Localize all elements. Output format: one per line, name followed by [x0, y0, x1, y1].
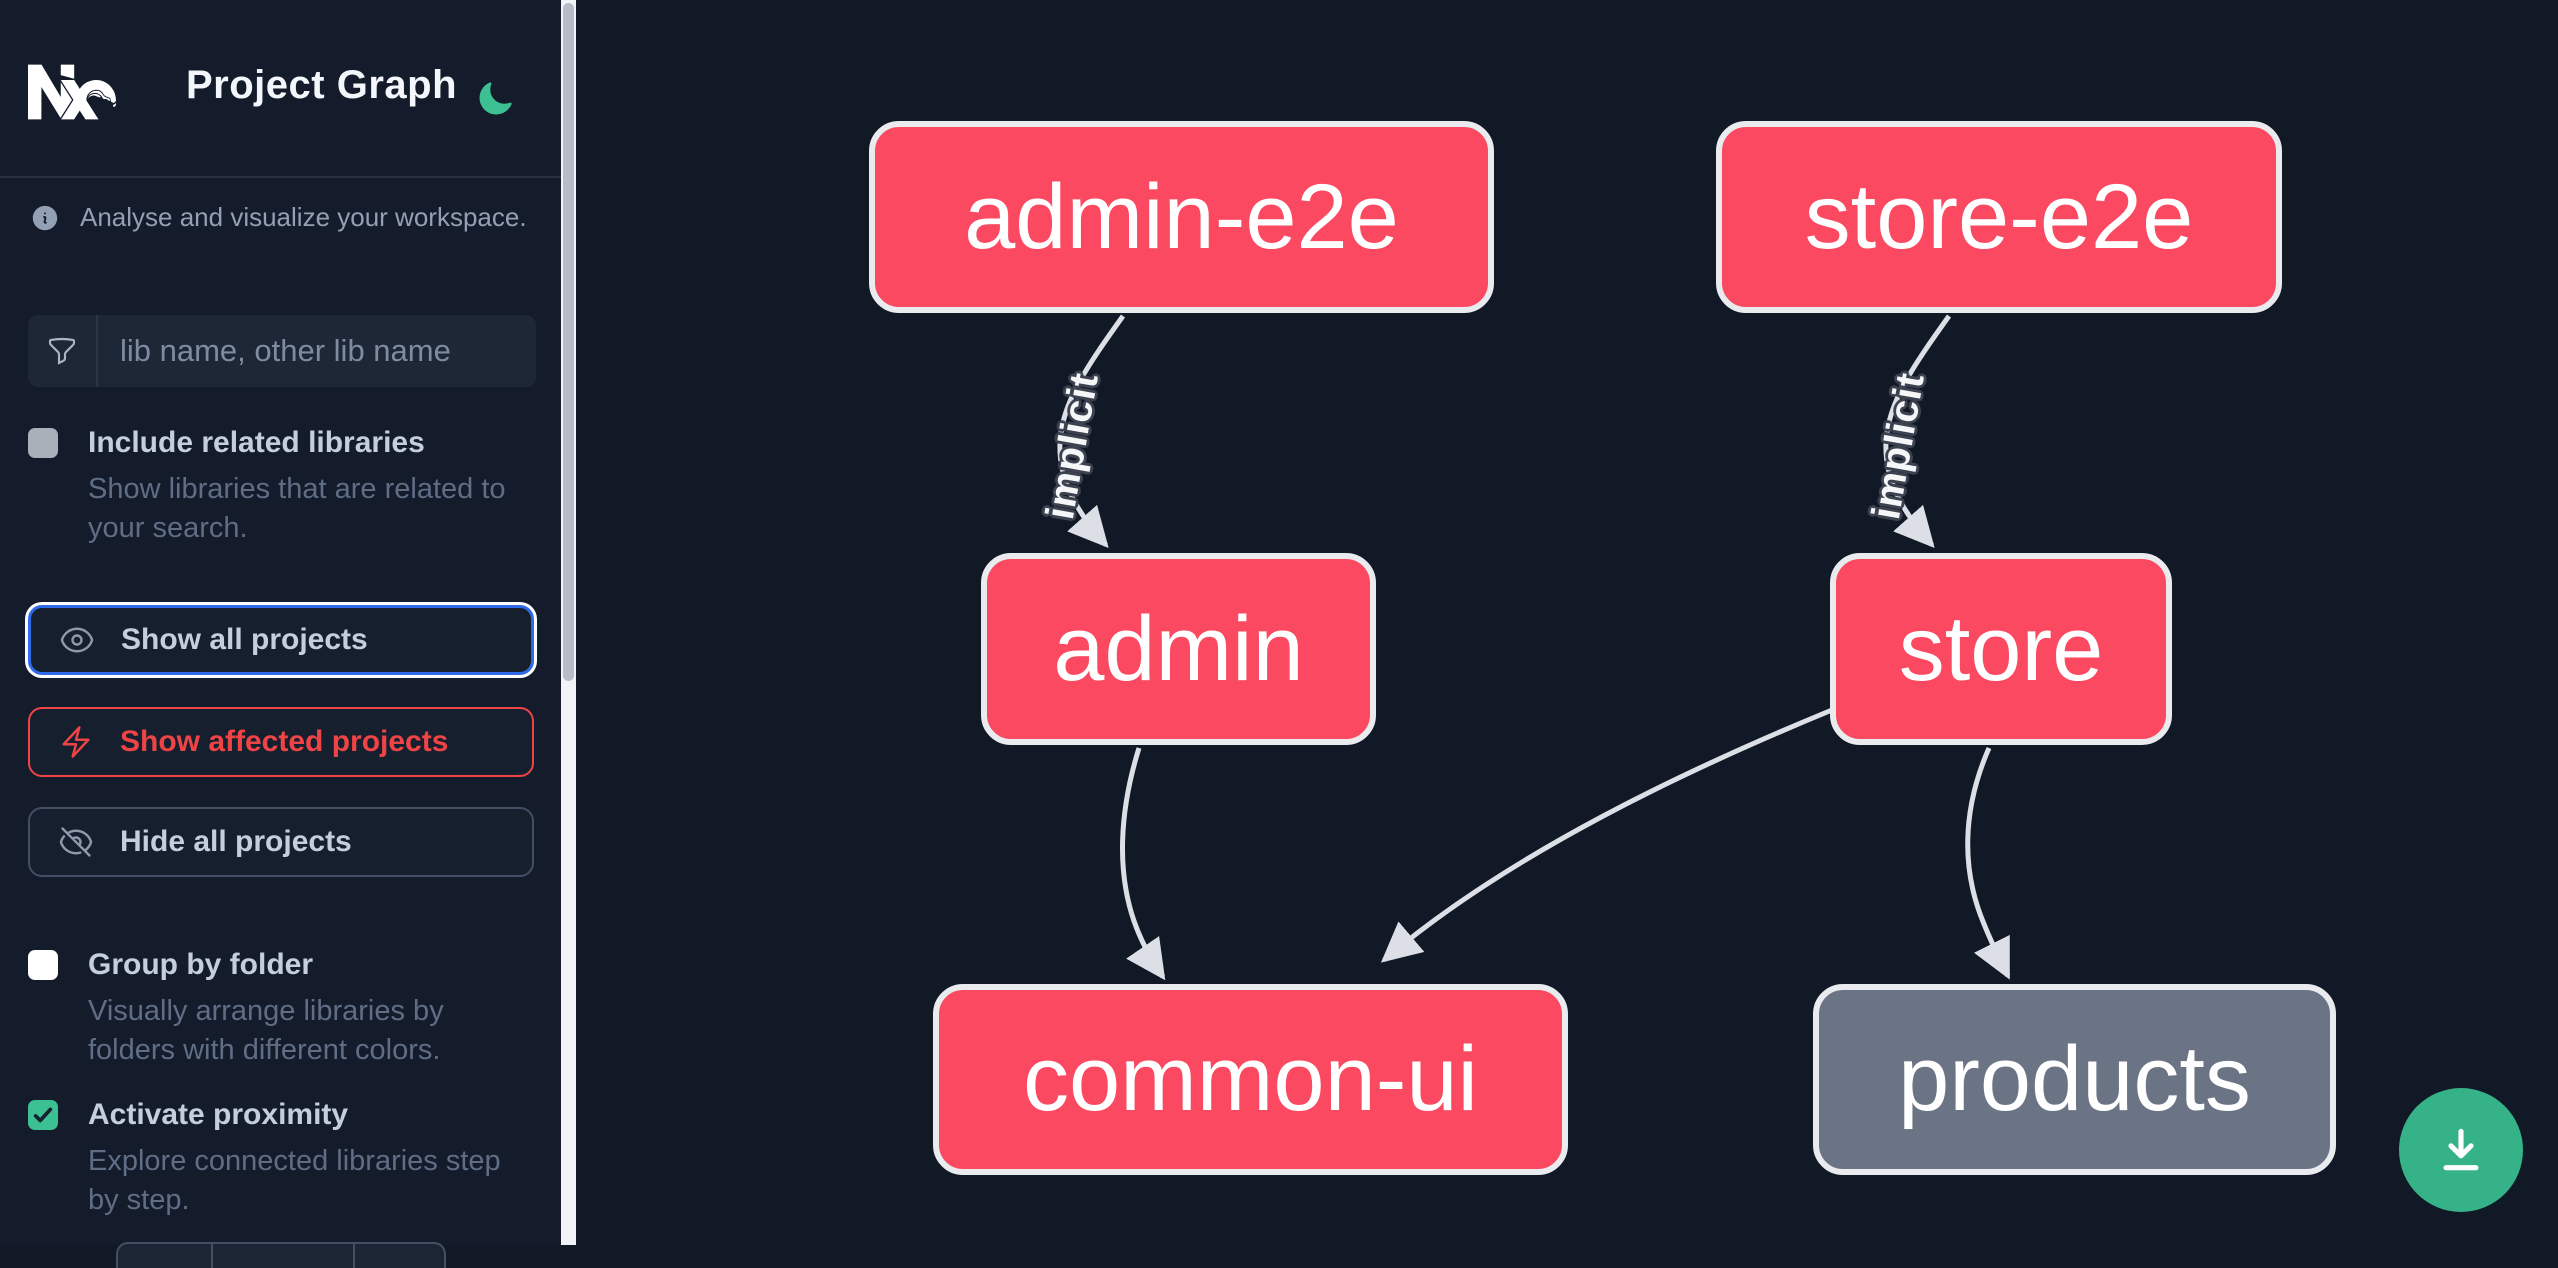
show-all-projects-button[interactable]: Show all projects	[28, 605, 534, 675]
node-label: products	[1898, 1028, 2251, 1130]
node-store-e2e[interactable]: store-e2e	[1716, 121, 2282, 313]
toggle-description: Show libraries that are related to your …	[88, 473, 506, 544]
toggle-label: Group by folder	[88, 948, 313, 981]
eye-slash-icon	[59, 827, 93, 857]
node-label: store	[1898, 597, 2104, 700]
download-graph-button[interactable]	[2399, 1088, 2523, 1212]
button-label: Show all projects	[121, 623, 368, 656]
toggle-description: Explore connected libraries step by step…	[88, 1145, 501, 1216]
node-common-ui[interactable]: common-ui	[933, 984, 1568, 1175]
button-label: Hide all projects	[120, 825, 352, 858]
tagline-text: Analyse and visualize your workspace.	[80, 202, 527, 232]
proximity-value	[213, 1242, 355, 1268]
include-related-checkbox[interactable]	[28, 428, 58, 458]
bolt-icon	[62, 726, 90, 758]
check-icon	[33, 1107, 53, 1123]
workspace-tagline: Analyse and visualize your workspace.	[30, 202, 540, 233]
node-label: admin-e2e	[964, 165, 1399, 268]
node-label: store-e2e	[1804, 165, 2194, 268]
toggle-group-by-folder: Group by folder Visually arrange librari…	[28, 948, 536, 1070]
group-by-folder-checkbox[interactable]	[28, 950, 58, 980]
node-products[interactable]: products	[1813, 984, 2336, 1175]
toggle-label: Include related libraries	[88, 426, 425, 459]
nx-logo-icon	[28, 64, 116, 120]
toggle-include-related: Include related libraries Show libraries…	[28, 426, 536, 548]
sidebar-scrollbar[interactable]	[561, 0, 576, 1245]
page-title: Project Graph	[186, 63, 458, 107]
edge-admin-common-ui	[1120, 747, 1166, 981]
filter-funnel-icon	[28, 315, 98, 387]
node-label: admin	[1053, 597, 1304, 700]
edge-store-common-ui	[1380, 707, 1833, 963]
header-divider	[0, 176, 561, 178]
activate-proximity-checkbox[interactable]	[28, 1100, 58, 1130]
toggle-description: Visually arrange libraries by folders wi…	[88, 995, 444, 1066]
sidebar: Project Graph Analyse and visualize your…	[0, 0, 576, 1268]
button-label: Show affected projects	[120, 725, 449, 758]
hide-all-projects-button[interactable]: Hide all projects	[28, 807, 534, 877]
sidebar-header: Project Graph	[0, 0, 561, 176]
search-input[interactable]	[98, 315, 536, 387]
proximity-increment[interactable]	[355, 1242, 446, 1268]
toggle-activate-proximity: Activate proximity Explore connected lib…	[28, 1098, 536, 1220]
node-admin[interactable]: admin	[981, 553, 1376, 745]
download-icon	[2443, 1128, 2479, 1171]
node-label: common-ui	[1022, 1028, 1478, 1130]
search-box	[28, 315, 536, 387]
node-store[interactable]: store	[1830, 553, 2172, 745]
scrollbar-thumb[interactable]	[563, 3, 574, 681]
edge-store-products	[1965, 746, 2011, 980]
dark-mode-moon-icon[interactable]	[476, 80, 514, 118]
node-admin-e2e[interactable]: admin-e2e	[869, 121, 1494, 313]
proximity-decrement[interactable]	[116, 1242, 213, 1268]
show-affected-projects-button[interactable]: Show affected projects	[28, 707, 534, 777]
graph-edges	[1057, 314, 2011, 981]
edge-store-e2e-store	[1883, 314, 1952, 548]
eye-icon	[60, 627, 94, 653]
toggle-label: Activate proximity	[88, 1098, 349, 1131]
edge-admin-e2e-admin	[1057, 314, 1126, 548]
proximity-stepper[interactable]	[116, 1242, 446, 1268]
info-icon	[32, 205, 58, 230]
project-graph-canvas[interactable]: admin-e2e store-e2e admin store common-u…	[576, 0, 2558, 1245]
